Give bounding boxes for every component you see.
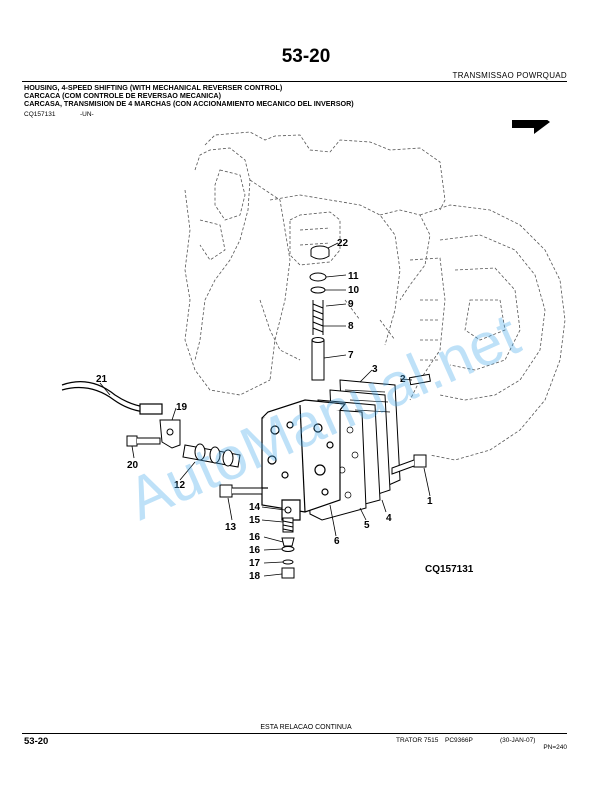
exploded-parts-diagram: 22 11 10 9 8 7 3 2 1 4 5 6 21 19 20 12 1… xyxy=(61,120,566,582)
callout-21: 21 xyxy=(96,374,108,385)
callout-22: 22 xyxy=(337,238,349,249)
transmission-housing-outline xyxy=(184,131,446,396)
bolt-1 xyxy=(391,454,427,475)
footer-pn: PN=240 xyxy=(543,744,567,751)
callout-13: 13 xyxy=(225,522,237,533)
footer-model: TRATOR 7515 xyxy=(396,737,439,744)
pin-2 xyxy=(408,373,431,386)
control-cable xyxy=(61,381,163,415)
callout-14: 14 xyxy=(249,502,261,513)
callout-6: 6 xyxy=(334,536,340,547)
callout-16b: 16 xyxy=(249,545,261,556)
page-number-top: 53-20 xyxy=(281,46,331,67)
direction-arrow-icon xyxy=(512,120,550,134)
title-portuguese: CARCACA (COM CONTROLE DE REVERSAO MECANI… xyxy=(24,91,221,100)
callout-1: 1 xyxy=(427,496,433,507)
callout-7: 7 xyxy=(348,350,354,361)
callout-15: 15 xyxy=(249,515,261,526)
title-spanish: CARCASA, TRANSMISION DE 4 MARCHAS (CON A… xyxy=(24,99,354,108)
bracket xyxy=(159,419,181,449)
shift-shaft xyxy=(182,443,241,468)
reference-code: CQ157131 xyxy=(24,111,56,118)
callout-4: 4 xyxy=(386,513,392,524)
callout-10: 10 xyxy=(348,285,360,296)
title-english: HOUSING, 4-SPEED SHIFTING (WITH MECHANIC… xyxy=(24,83,283,92)
callout-9: 9 xyxy=(348,299,354,310)
callout-2: 2 xyxy=(400,374,406,385)
callout-19: 19 xyxy=(176,402,188,413)
header-divider xyxy=(22,81,567,82)
reference-qualifier: -UN- xyxy=(80,111,94,118)
bolt-20 xyxy=(126,435,161,447)
callout-8: 8 xyxy=(348,321,354,332)
callout-11: 11 xyxy=(348,271,359,282)
callout-12: 12 xyxy=(174,480,186,491)
callout-3: 3 xyxy=(372,364,378,375)
callout-20: 20 xyxy=(127,460,139,471)
continuation-note: ESTA RELACAO CONTINUA xyxy=(260,724,352,731)
figure-id: CQ157131 xyxy=(425,564,474,575)
footer-date: (30-JAN-07) xyxy=(500,737,536,744)
callout-5: 5 xyxy=(364,520,370,531)
callouts: 22 11 10 9 8 7 3 2 1 4 5 6 21 19 20 12 1… xyxy=(96,238,433,582)
callout-17: 17 xyxy=(249,558,261,569)
leader-lines xyxy=(99,242,431,577)
detent-stack xyxy=(281,506,295,579)
spool-stack xyxy=(309,245,330,381)
section-name: TRANSMISSAO POWRQUAD xyxy=(452,71,567,80)
callout-18: 18 xyxy=(249,571,261,582)
footer-divider xyxy=(22,733,567,734)
bolt-13 xyxy=(219,484,263,498)
footer-catalog: PC9366P xyxy=(445,737,473,744)
callout-16a: 16 xyxy=(249,532,261,543)
page-number-bottom: 53-20 xyxy=(24,736,49,747)
